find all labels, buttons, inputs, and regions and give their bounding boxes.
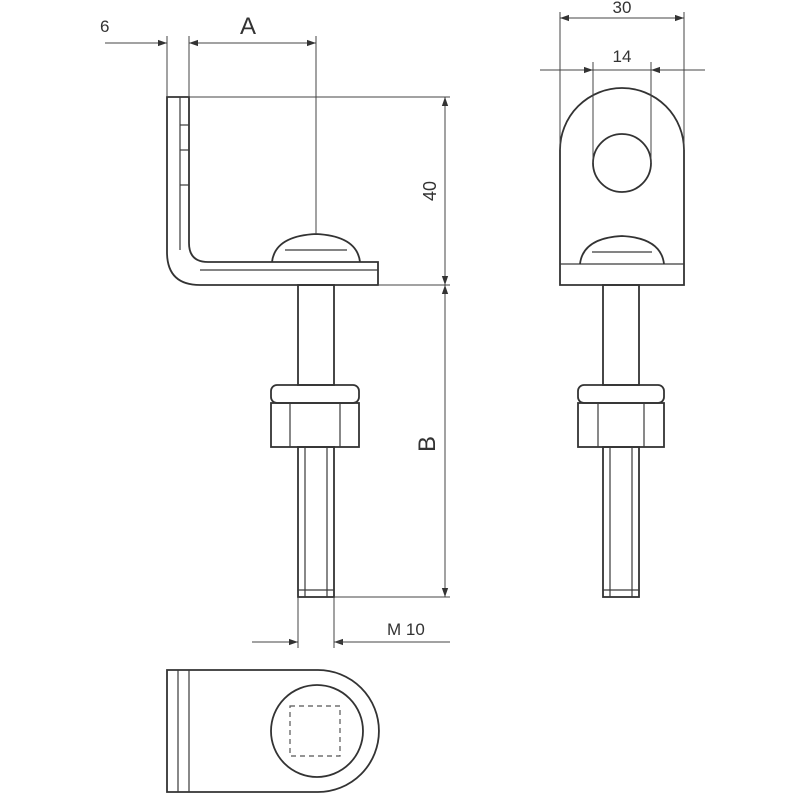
dim-label-40: 40 — [420, 181, 440, 201]
nut-front — [577, 402, 665, 448]
nut — [270, 402, 360, 448]
side-view — [166, 36, 379, 598]
dimension-30: 30 — [559, 0, 685, 150]
bolt-shank — [297, 284, 335, 386]
dim-label-6: 6 — [100, 17, 109, 36]
dimension-a: A — [189, 13, 316, 47]
dim-label-b: B — [414, 436, 441, 452]
top-view — [166, 669, 380, 793]
dim-label-30: 30 — [613, 0, 632, 17]
dimension-m10: M 10 — [252, 597, 450, 648]
bracket-profile — [166, 96, 379, 286]
front-view — [559, 87, 685, 598]
bracket-front-outline — [559, 87, 685, 286]
bolt-shank-front — [602, 284, 640, 386]
dimension-b: B — [334, 285, 450, 598]
dimension-14: 14 — [540, 47, 705, 163]
bolt-thread-front — [602, 446, 640, 598]
square-neck-hidden — [289, 705, 341, 757]
bracket-top-outline — [166, 669, 380, 793]
dim-label-14: 14 — [613, 47, 632, 66]
dimension-6: 6 — [100, 17, 190, 97]
bolt-thread — [297, 446, 335, 598]
washer-front — [577, 384, 665, 404]
washer — [270, 384, 360, 404]
bolt-head — [271, 233, 361, 263]
mounting-hole — [592, 133, 652, 193]
dimension-40: 40 — [189, 96, 450, 286]
dim-label-a: A — [240, 13, 256, 40]
dim-label-m10: M 10 — [387, 620, 425, 639]
hole-top — [270, 684, 364, 778]
bolt-head-front — [579, 235, 665, 265]
